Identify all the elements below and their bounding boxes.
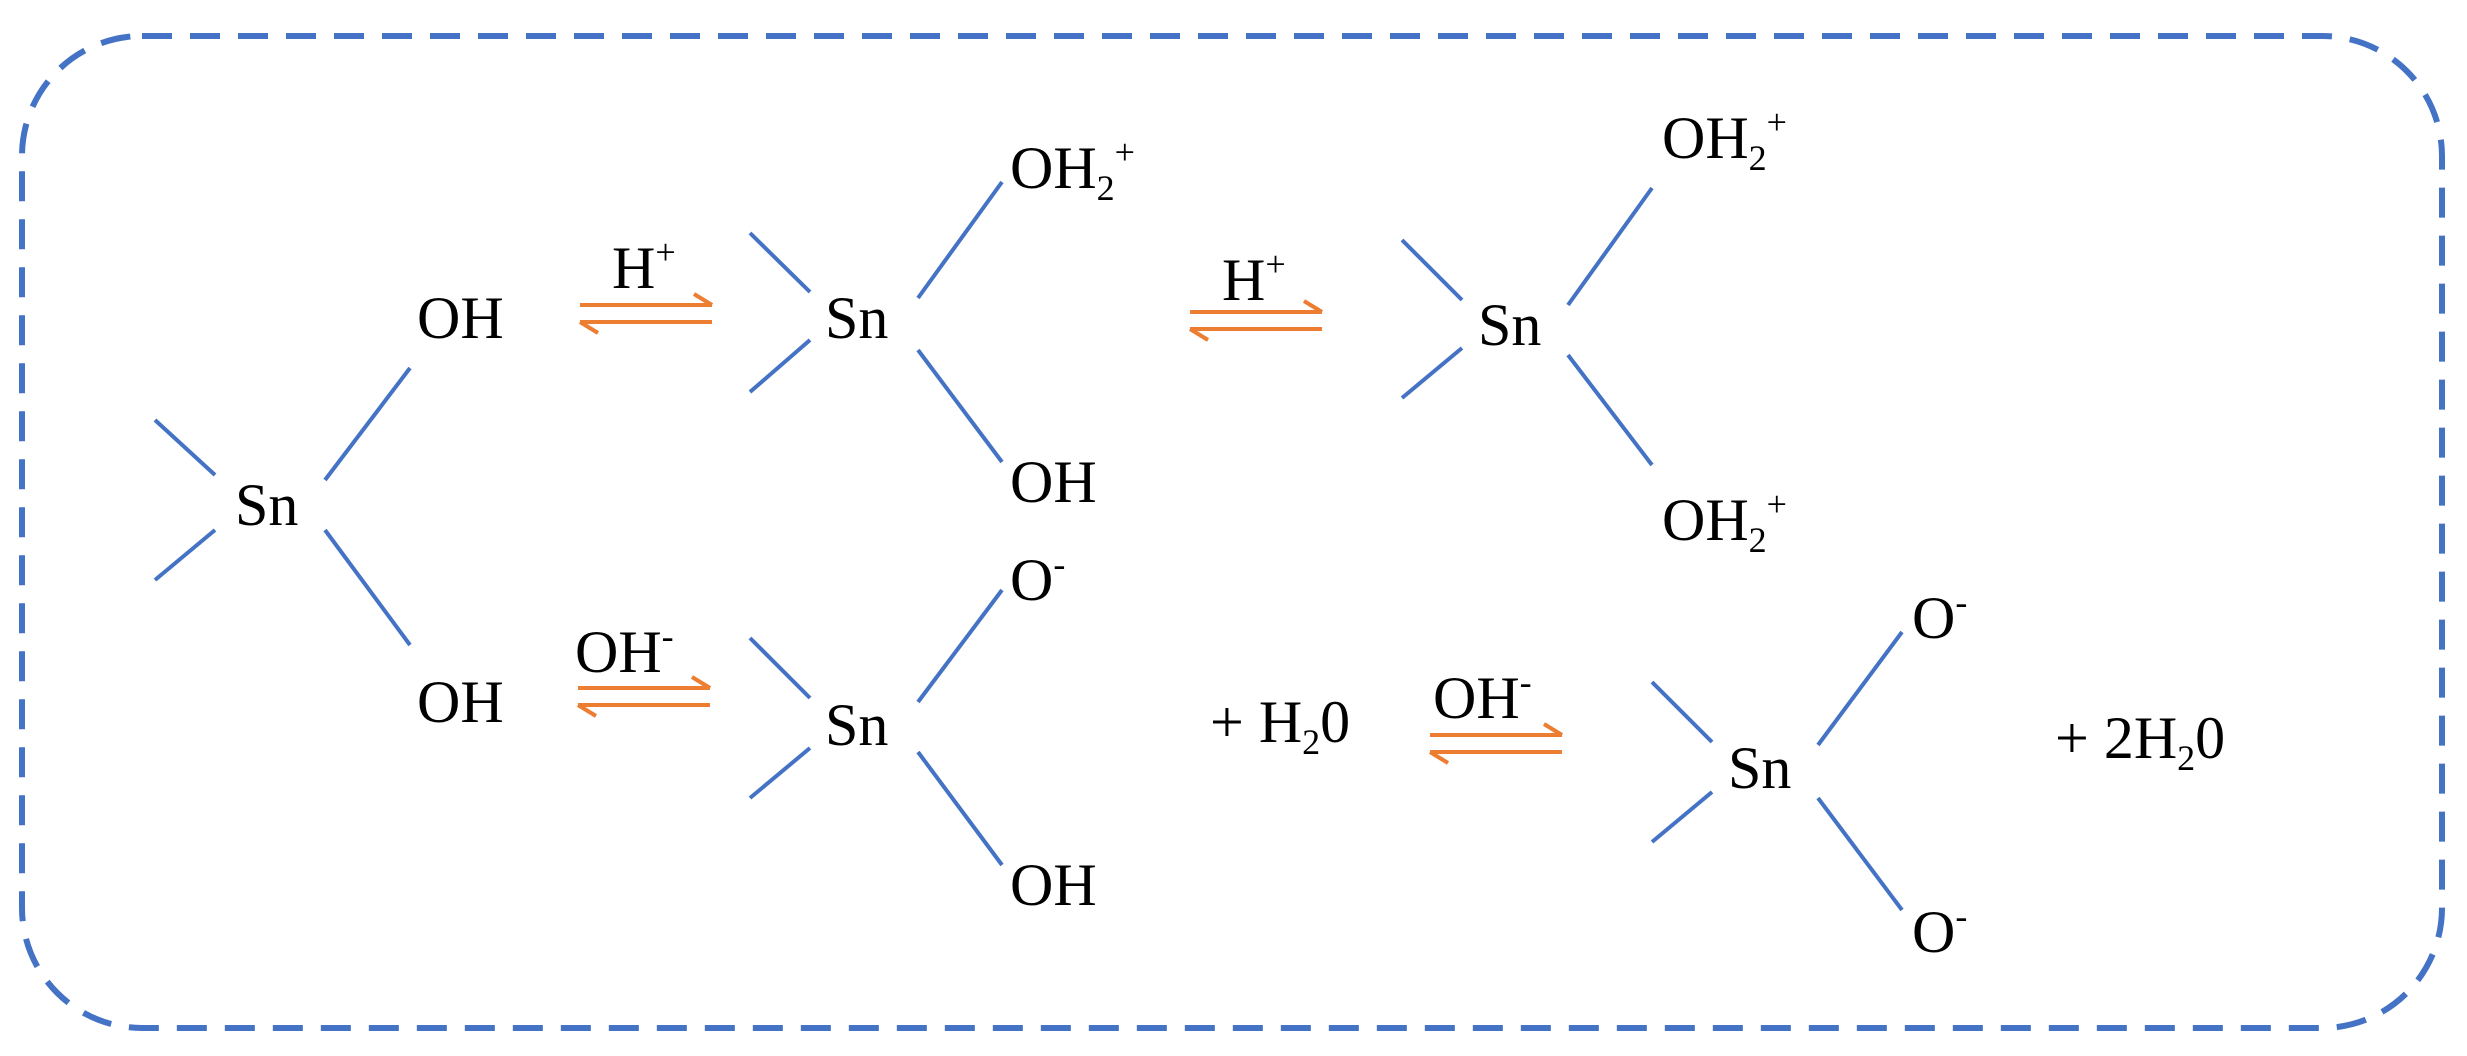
bond [916, 588, 1004, 704]
bond [748, 746, 812, 800]
bond [153, 528, 217, 582]
bond [1816, 796, 1904, 912]
oh-label: OH [1010, 852, 1097, 918]
bond [748, 636, 812, 700]
oh-label: OH [417, 285, 504, 351]
o-minus-label: O- [1912, 896, 1967, 965]
equilibrium-arrow [576, 675, 712, 718]
equilibrium-arrow [1188, 299, 1324, 342]
bond [1566, 353, 1654, 467]
oh-label: OH [417, 669, 504, 735]
bond [323, 528, 412, 647]
bond [1650, 790, 1714, 844]
h-plus-label: H+ [1222, 244, 1286, 313]
bond [1400, 346, 1464, 400]
bond [916, 180, 1004, 300]
bond [323, 366, 412, 482]
water2-term: + 2H20 [2055, 705, 2225, 778]
bond [916, 348, 1004, 464]
h-plus-label: H+ [612, 232, 676, 301]
dashed-border [19, 33, 2445, 1031]
bond [1566, 186, 1654, 307]
equilibrium-arrow [578, 292, 714, 335]
oh2-plus-label: OH2+ [1662, 102, 1787, 178]
oh2-plus-label: OH2+ [1662, 484, 1787, 560]
species-sn-oh2-oh2 [1400, 186, 1654, 467]
species-sn-oh-oh [153, 366, 412, 647]
species-sn-oh2-oh [748, 180, 1004, 464]
sn-label: Sn [235, 472, 298, 538]
sn-label: Sn [825, 692, 888, 758]
o-minus-label: O- [1010, 544, 1065, 613]
species-sn-o-o [1650, 630, 1904, 912]
oh-minus-label: OH- [575, 616, 674, 685]
o-minus-label: O- [1912, 582, 1967, 651]
bond [748, 231, 812, 294]
sn-label: Sn [1478, 292, 1541, 358]
water-term: + H20 [1210, 689, 1350, 762]
sn-label: Sn [1728, 735, 1791, 801]
sn-label: Sn [825, 285, 888, 351]
species-sn-o-oh [748, 588, 1004, 867]
bond [916, 750, 1004, 867]
bond [1650, 680, 1714, 744]
bond [153, 418, 217, 477]
equilibrium-arrow [1428, 722, 1564, 765]
oh2-plus-label: OH2+ [1010, 132, 1135, 208]
bond [1816, 630, 1904, 747]
oh-label: OH [1010, 449, 1097, 515]
bond [748, 338, 812, 394]
bond [1400, 238, 1464, 302]
oh-minus-label: OH- [1433, 662, 1532, 731]
